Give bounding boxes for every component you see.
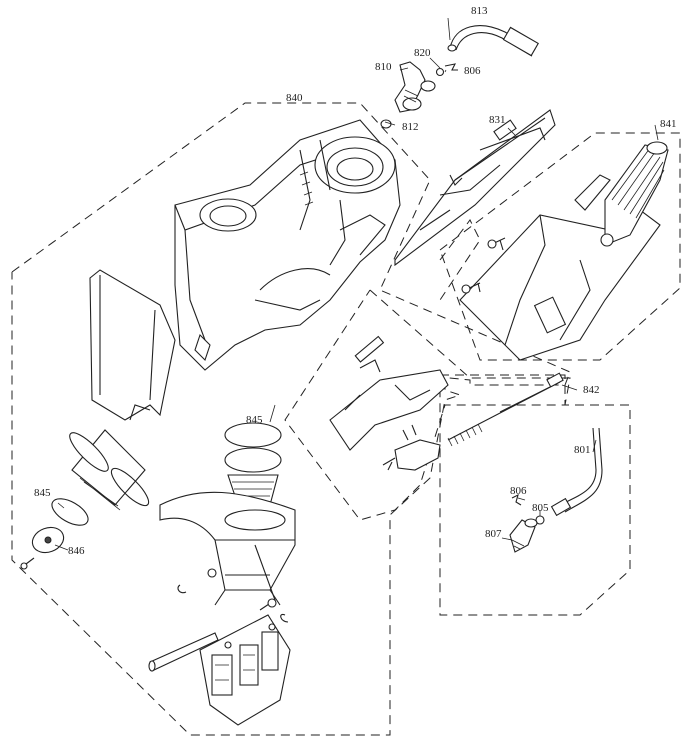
assembly-831-boundary [439, 219, 481, 301]
clip-806-bottom [511, 493, 522, 506]
assembly-801-boundary [439, 374, 631, 616]
leader-lines [54, 17, 659, 551]
sleeve [69, 429, 150, 511]
label-845-center: 845 [246, 414, 263, 426]
tube-801 [550, 427, 603, 517]
o-ring-845-left [51, 498, 89, 526]
label-845-left: 845 [34, 487, 51, 499]
mechanism-842 [329, 335, 564, 471]
cap-846 [31, 526, 65, 554]
seal-812 [380, 119, 392, 129]
label-812: 812 [402, 121, 419, 133]
o-ring-845-center [224, 422, 282, 448]
cover-plate-831 [394, 109, 556, 267]
housing-840 [174, 119, 401, 371]
assembly-841-boundary [439, 132, 681, 361]
hose-813 [447, 25, 539, 57]
clip-806-top [444, 63, 458, 71]
label-805: 805 [532, 502, 549, 514]
label-820: 820 [414, 47, 431, 59]
label-801: 801 [574, 444, 591, 456]
label-840: 840 [286, 92, 303, 104]
label-813: 813 [471, 5, 488, 17]
screw-left [20, 557, 35, 570]
connector-807 [509, 518, 538, 553]
label-810: 810 [375, 61, 392, 73]
label-807: 807 [485, 528, 502, 540]
fitting-810 [394, 61, 436, 113]
o-ring-820 [435, 67, 445, 77]
frame-841 [459, 141, 669, 361]
pin [148, 632, 219, 672]
label-806-top: 806 [464, 65, 481, 77]
side-panel [89, 269, 176, 421]
label-831: 831 [489, 114, 506, 126]
lower-bracket [199, 614, 291, 726]
label-842: 842 [583, 384, 600, 396]
bowl-assembly [159, 447, 296, 623]
label-806-bottom: 806 [510, 485, 527, 497]
label-846: 846 [68, 545, 85, 557]
label-841: 841 [660, 118, 677, 130]
